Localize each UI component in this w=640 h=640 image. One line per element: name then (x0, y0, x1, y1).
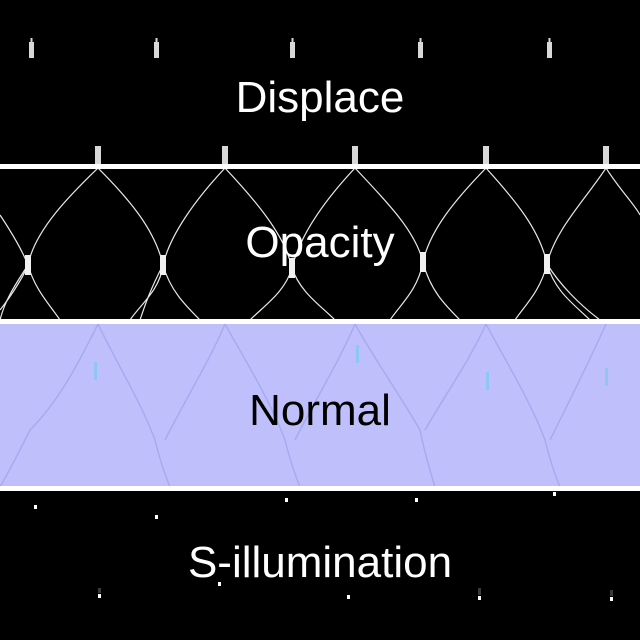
divider-bottom (0, 486, 640, 491)
divider-middle (0, 319, 640, 324)
s-illumination-label: S-illumination (187, 538, 453, 587)
normal-net-graphic (0, 324, 608, 487)
normal-panel: Normal (0, 324, 640, 487)
s-illumination-panel: S-illumination (0, 491, 640, 640)
opacity-net-graphic (0, 169, 640, 319)
s-illumination-bulbs-graphic (34, 492, 613, 601)
displace-bulbs-graphic (29, 38, 609, 164)
divider-top (0, 164, 640, 169)
opacity-label: Opacity (245, 218, 395, 267)
displace-panel: Displace (0, 0, 640, 166)
normal-label: Normal (249, 386, 391, 435)
opacity-panel: Opacity (0, 169, 640, 319)
displace-label: Displace (235, 73, 405, 122)
